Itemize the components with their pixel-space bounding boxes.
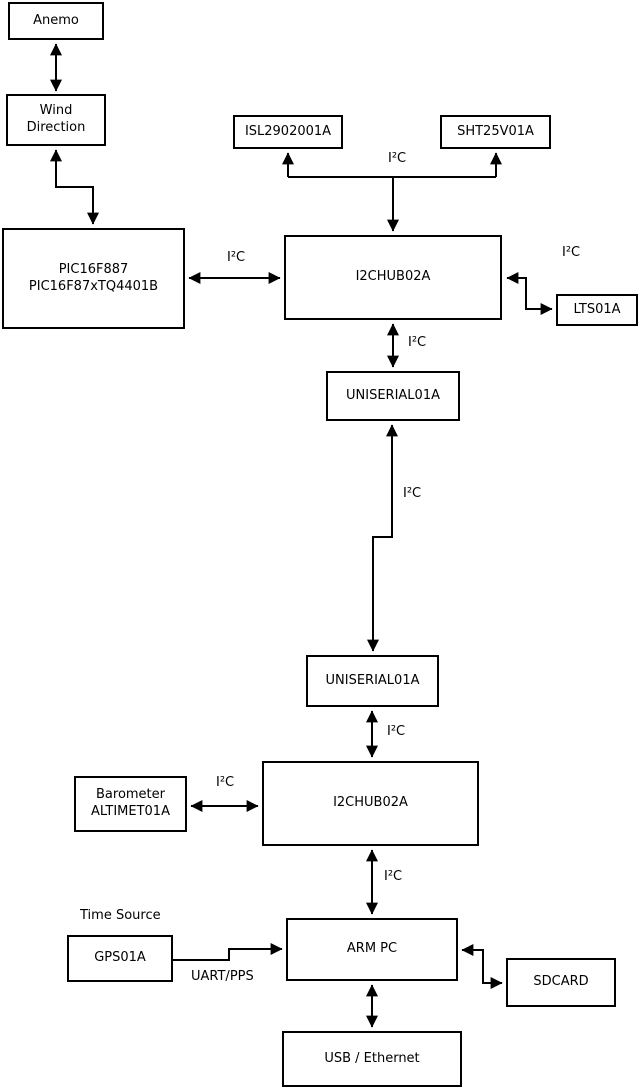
edge-label-i2c-lts: I²C — [562, 245, 581, 260]
edge-lts-hub-top-b — [525, 277, 553, 315]
edge-label-i2c-hub-uniserial: I²C — [408, 335, 427, 350]
node-pic16f887: PIC16F887 PIC16F87xTQ4401B — [2, 228, 185, 329]
edge-gps-arm — [173, 943, 283, 961]
node-barometer: Barometer ALTIMET01A — [74, 776, 187, 832]
edge-label-i2c-hub-arm: I²C — [384, 869, 403, 884]
edge-uniserial-top-bottom — [367, 424, 398, 652]
node-wind-direction: Wind Direction — [6, 94, 106, 146]
node-uniserial-bottom: UNISERIAL01A — [306, 655, 439, 707]
edge-label-i2c-barometer: I²C — [216, 775, 235, 790]
node-uniserial-top: UNISERIAL01A — [326, 371, 460, 421]
node-anemo: Anemo — [8, 2, 104, 40]
annotation-time-source: Time Source — [80, 908, 161, 923]
node-sdcard: SDCARD — [506, 958, 616, 1007]
node-isl2902001a: ISL2902001A — [233, 115, 343, 149]
edge-label-i2c-branch: I²C — [388, 151, 407, 166]
node-arm-pc: ARM PC — [286, 918, 458, 981]
edge-arm-sdcard-b — [482, 949, 503, 989]
node-sht25v01a: SHT25V01A — [440, 115, 551, 149]
edge-label-uart-pps: UART/PPS — [191, 969, 254, 984]
edge-label-i2c-pic-hub: I²C — [227, 250, 246, 265]
edge-label-i2c-uniserial-link: I²C — [403, 486, 422, 501]
node-lts01a: LTS01A — [556, 294, 638, 326]
edge-wind-pic — [50, 149, 99, 225]
edge-label-i2c-uniserial-hub-bottom: I²C — [387, 724, 406, 739]
node-gps01a: GPS01A — [67, 935, 173, 982]
node-usb-ethernet: USB / Ethernet — [282, 1031, 462, 1087]
node-i2c-hub-top: I2CHUB02A — [284, 235, 502, 320]
node-i2c-hub-bottom: I2CHUB02A — [262, 761, 479, 846]
